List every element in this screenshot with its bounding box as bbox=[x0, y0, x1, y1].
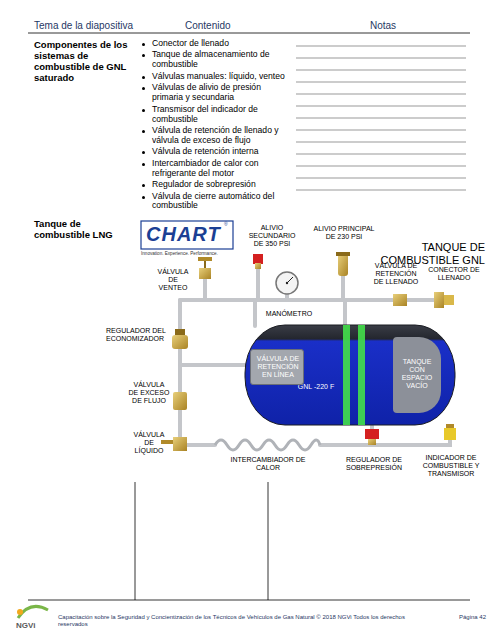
part-label: REGULADOR DEL ECONOMIZADOR bbox=[106, 327, 170, 343]
part-label: VÁLVULA DE LÍQUIDO bbox=[130, 431, 168, 455]
logo-swoosh bbox=[18, 606, 48, 618]
bullet-text: Intercambiador de calor con refrigerante… bbox=[152, 158, 259, 178]
bullet-item: Válvulas de alivio de presión primaria y… bbox=[140, 83, 290, 103]
bullet-dot bbox=[142, 109, 145, 112]
node-text: TANQUE CON ESPACIO VACÍO bbox=[395, 358, 439, 389]
vent-valve bbox=[198, 257, 212, 279]
part-label: ALIVIO SECUNDARIO DE 350 PSI bbox=[244, 224, 300, 248]
column-header: Tema de la diapositiva bbox=[34, 20, 144, 32]
liquid-valve bbox=[161, 437, 187, 451]
bullet-dot bbox=[142, 43, 145, 46]
bullet-item: Válvulas manuales: líquido, venteo bbox=[140, 72, 290, 82]
part-label: ALIVIO PRINCIPAL DE 230 PSI bbox=[312, 225, 376, 241]
bullet-text: Válvula de cierre automático del combust… bbox=[152, 191, 274, 211]
bullet-dot bbox=[142, 87, 145, 90]
part-label: VÁLVULA DE VENTEO bbox=[154, 268, 192, 292]
tank-band bbox=[358, 325, 365, 425]
bullet-item: Válvula de retención de llenado y válvul… bbox=[140, 126, 290, 146]
logo-frame bbox=[141, 221, 233, 249]
part-label: INTERCAMBIADOR DE CALOR bbox=[228, 456, 308, 472]
column-header: Contenido bbox=[185, 20, 265, 32]
bullet-dot bbox=[142, 163, 145, 166]
part-label: MANÓMETRO bbox=[264, 310, 314, 318]
slide-topic: Tanque de combustible LNG bbox=[34, 219, 134, 241]
bullet-list: Conector de llenadoTanque de almacenamie… bbox=[140, 39, 290, 213]
bullet-text: Regulador de sobrepresión bbox=[152, 179, 256, 189]
bullet-text: Tanque de almacenamiento de combustible bbox=[152, 49, 270, 69]
fill-connector bbox=[434, 292, 454, 308]
bullet-text: Transmisor del indicador de combustible bbox=[152, 104, 258, 124]
page-number: Página 42 bbox=[436, 614, 486, 621]
vapor-space-box: TANQUE CON ESPACIO VACÍO bbox=[393, 337, 441, 413]
bullet-text: Válvulas de alivio de presión primaria y… bbox=[152, 82, 261, 102]
bullet-text: Válvula de retención de llenado y válvul… bbox=[152, 125, 279, 145]
main-relief-valve bbox=[336, 252, 350, 276]
bullet-item: Válvula de retención interna bbox=[140, 147, 290, 157]
part-label: VÁLVULA DE RETENCIÓN DE LLENADO bbox=[370, 262, 422, 286]
bullet-item: Conector de llenado bbox=[140, 39, 290, 49]
bullet-dot bbox=[142, 130, 145, 133]
bullet-text: Conector de llenado bbox=[152, 38, 229, 48]
excess-flow-valve bbox=[173, 392, 187, 410]
part-label: REGULADOR DE SOBREPRESIÓN bbox=[338, 456, 410, 472]
bullet-dot bbox=[142, 151, 145, 154]
bullet-dot bbox=[142, 196, 145, 199]
bullet-text: Válvula de retención interna bbox=[152, 146, 259, 156]
footer-text: Capacitación sobre la Seguridad y Concie… bbox=[58, 614, 430, 628]
pressure-gauge bbox=[276, 272, 298, 294]
bullet-item: Transmisor del indicador de combustible bbox=[140, 105, 290, 125]
bullet-item: Regulador de sobrepresión bbox=[140, 180, 290, 190]
part-label: CONECTOR DE LLENADO bbox=[426, 266, 482, 282]
bullet-dot bbox=[142, 184, 145, 187]
tank-body bbox=[245, 325, 455, 425]
inline-check-valve-box: VÁLVULA DE RETENCIÓN EN LÍNEA bbox=[250, 349, 304, 385]
bullet-dot bbox=[142, 76, 145, 79]
heat-exchanger-coil bbox=[215, 440, 320, 450]
bullet-item: Válvula de cierre automático del combust… bbox=[140, 192, 290, 212]
note-lines bbox=[296, 46, 466, 190]
bullet-dot bbox=[142, 54, 145, 57]
logo-dot bbox=[17, 609, 23, 615]
economizer-regulator bbox=[172, 329, 188, 349]
part-label: INDICADOR DE COMBUSTIBLE Y TRANSMISOR bbox=[418, 454, 484, 478]
slide-topic: Componentes de los sistemas de combustib… bbox=[34, 40, 134, 84]
bullet-text: Válvulas manuales: líquido, venteo bbox=[152, 71, 285, 81]
fuel-gauge-sender bbox=[444, 424, 456, 440]
logo-text: NGVi bbox=[16, 621, 50, 630]
overpressure-regulator bbox=[365, 429, 379, 445]
secondary-relief-valve bbox=[253, 254, 263, 269]
node-text: VÁLVULA DE RETENCIÓN EN LÍNEA bbox=[253, 355, 303, 378]
table-rules bbox=[28, 33, 470, 600]
fill-check-valve bbox=[393, 294, 407, 306]
part-label: VÁLVULA DE EXCESO DE FLUJO bbox=[128, 381, 170, 405]
bullet-item: Intercambiador de calor con refrigerante… bbox=[140, 159, 290, 179]
column-header: Notas bbox=[370, 20, 430, 32]
logo-tagline: Innovation. Experience. Performance. bbox=[141, 251, 251, 256]
logo-mark: ® bbox=[224, 222, 232, 228]
logo-text: CHART bbox=[146, 223, 216, 246]
bullet-item: Tanque de almacenamiento de combustible bbox=[140, 50, 290, 70]
tank-band bbox=[343, 325, 350, 425]
